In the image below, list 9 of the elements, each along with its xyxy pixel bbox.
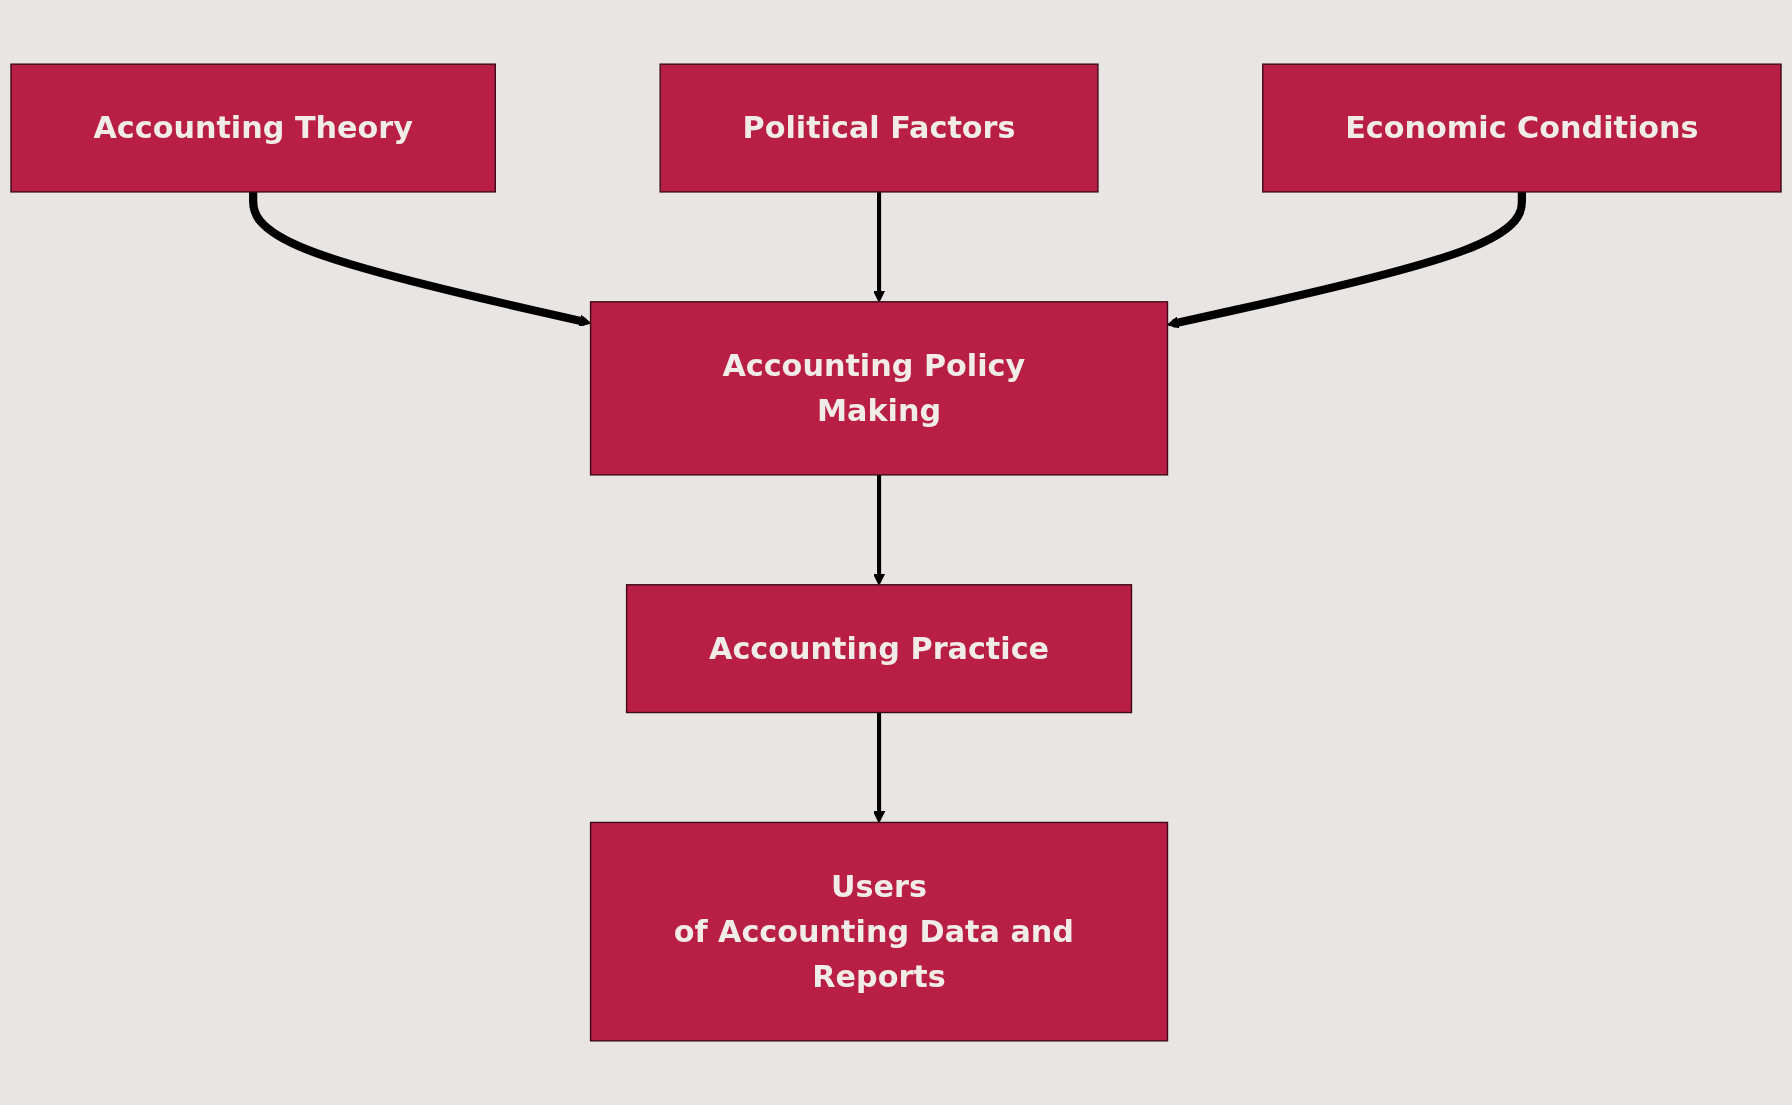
node-box: Users of Accounting Data and Reports — [589, 821, 1169, 1042]
node-box: Economic Conditions — [1262, 63, 1782, 193]
arrow — [873, 474, 886, 586]
node-box: Accounting Policy Making — [589, 301, 1169, 476]
node-box: Accounting Theory — [10, 63, 496, 193]
arrow — [873, 191, 886, 303]
arrow — [873, 712, 886, 823]
node-box: Political Factors — [659, 63, 1099, 193]
node-box: Accounting Practice — [625, 584, 1133, 714]
